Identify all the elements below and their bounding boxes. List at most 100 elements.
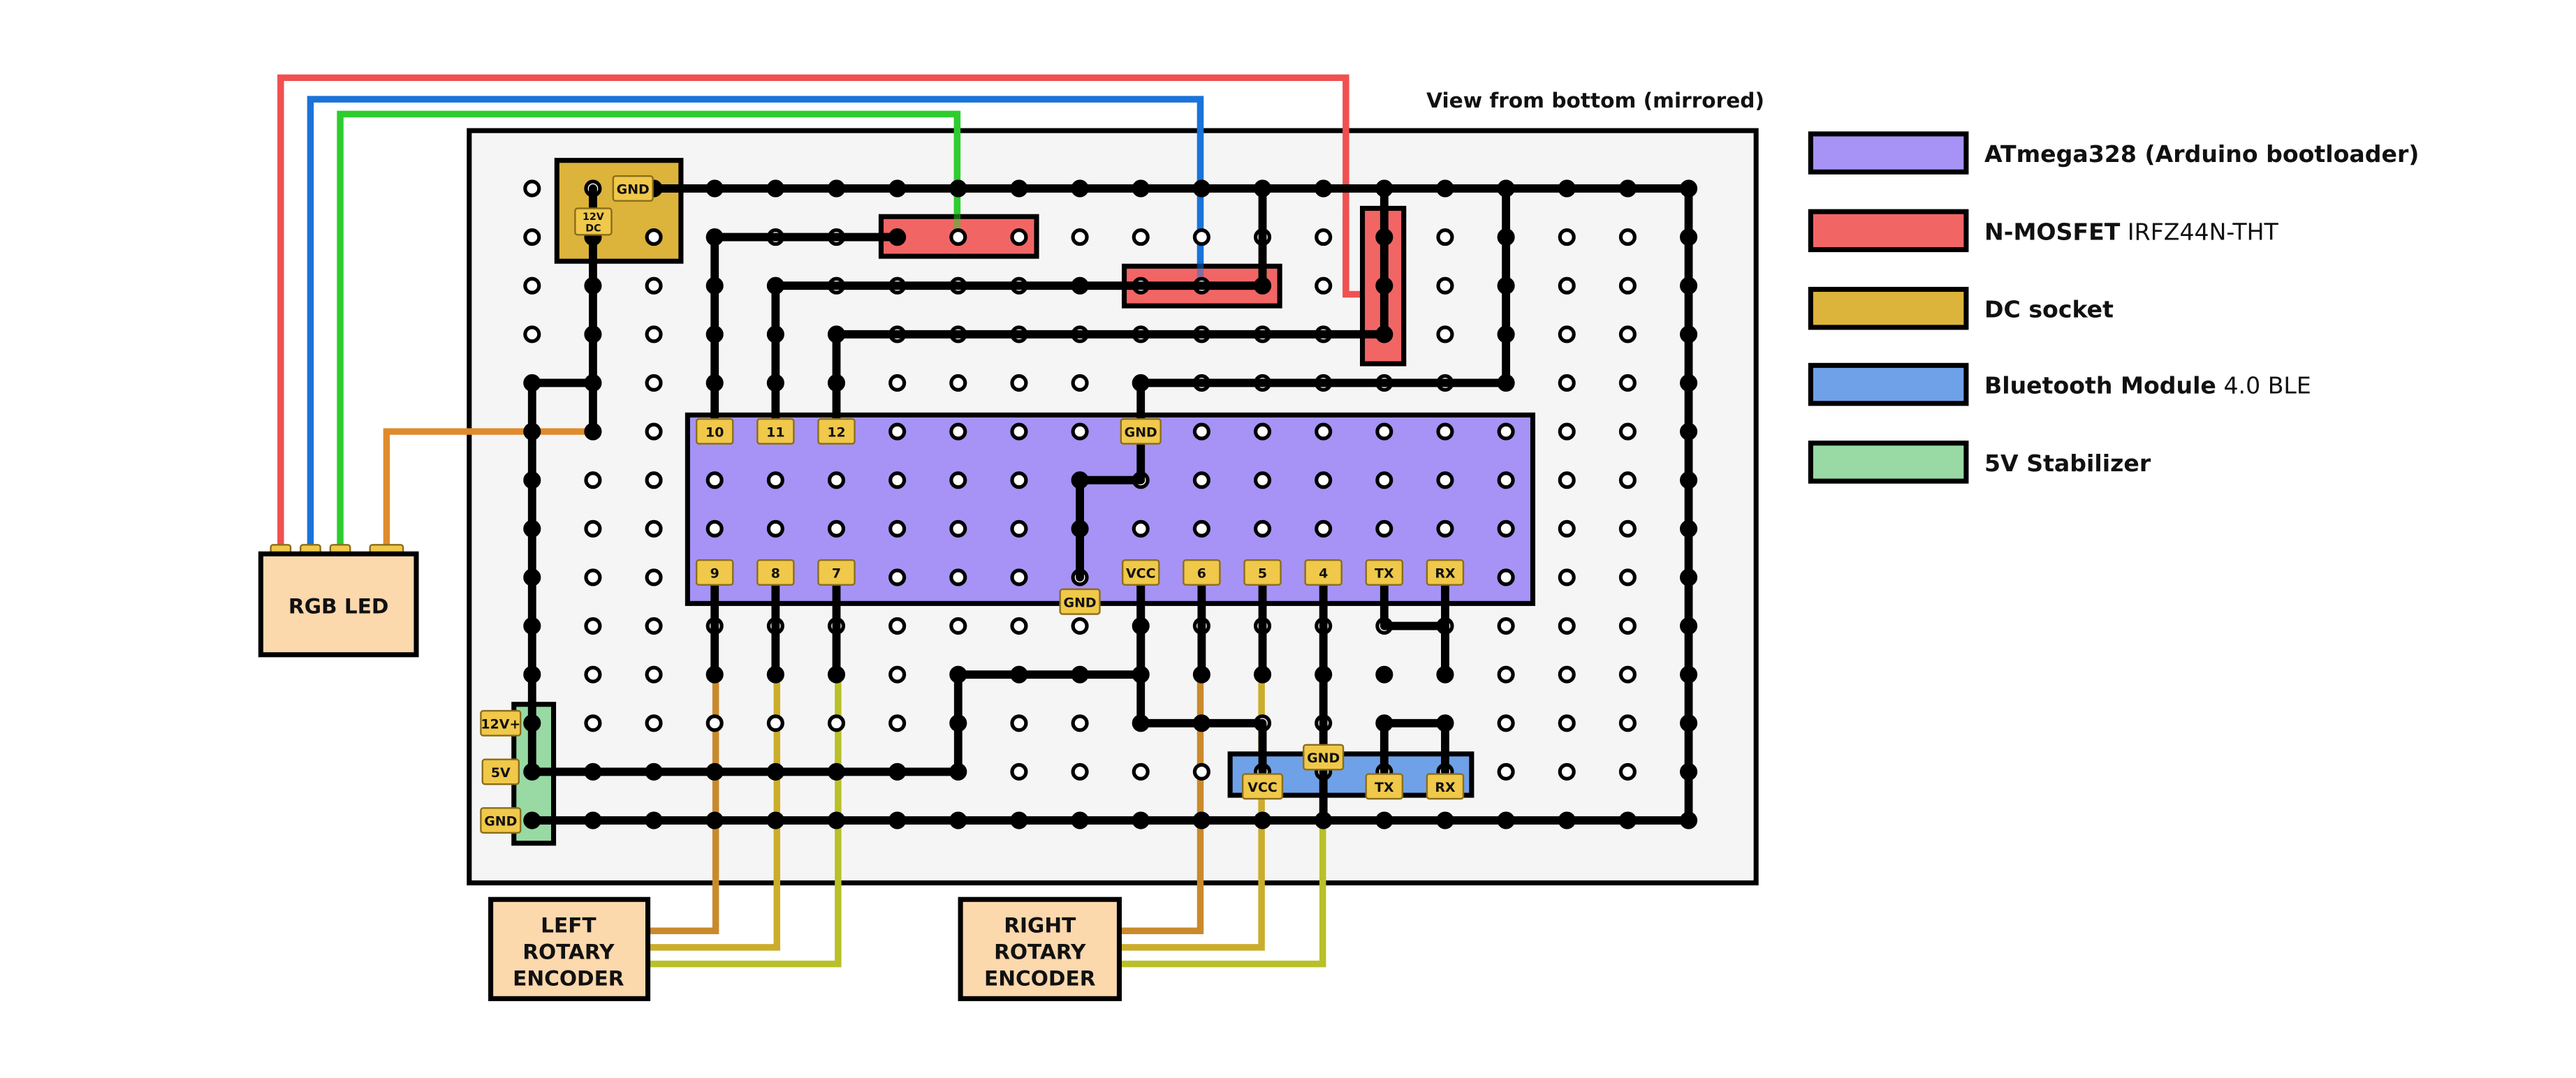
pin-pad-6: 6 — [1183, 559, 1221, 586]
solder-dot — [1437, 812, 1454, 829]
board-hole — [1497, 617, 1515, 635]
solder-dot — [828, 812, 845, 829]
solder-dot — [1498, 325, 1514, 343]
board-hole — [1192, 762, 1210, 781]
solder-dot — [706, 812, 724, 829]
pin-pad-5: 5 — [1243, 559, 1282, 586]
board-hole — [1618, 665, 1637, 684]
solder-dot — [585, 812, 601, 829]
svg-text:GND: GND — [1307, 751, 1340, 766]
svg-text:12: 12 — [827, 424, 845, 440]
solder-dot — [1315, 666, 1332, 684]
solder-dot — [1071, 180, 1088, 197]
legend: ATmega328 (Arduino bootloader) N-MOSFET … — [1808, 131, 2420, 484]
legend-atmega-label: ATmega328 (Arduino bootloader) — [1984, 140, 2420, 168]
board-hole — [645, 714, 663, 732]
svg-text:ATmega328 (Arduino bootloader): ATmega328 (Arduino bootloader) — [1984, 140, 2420, 168]
svg-text:5: 5 — [1258, 566, 1267, 582]
board-hole — [888, 568, 907, 586]
board-hole — [766, 714, 784, 732]
board-hole — [1497, 762, 1515, 781]
traces — [527, 184, 1693, 825]
board-hole — [827, 519, 846, 538]
pin-pad-11: 11 — [756, 418, 795, 445]
solder-dot — [645, 812, 662, 829]
board-hole — [949, 228, 967, 246]
board-hole — [1497, 665, 1515, 684]
solder-dot — [585, 325, 601, 343]
solder-dot — [888, 763, 906, 781]
solder-dot — [828, 325, 845, 343]
board-hole — [645, 422, 663, 441]
pin-pad-9: 9 — [695, 559, 734, 586]
stab-pad-5v: 5V — [481, 758, 520, 785]
svg-text:12V+: 12V+ — [481, 716, 520, 732]
pin-pad-12: 12 — [817, 418, 856, 445]
board-hole — [1010, 617, 1028, 635]
diagram-title: View from bottom (mirrored) — [1426, 89, 1764, 112]
solder-dot — [523, 714, 541, 732]
pin-pad-rx: RX — [1426, 559, 1465, 586]
trace — [527, 184, 1693, 825]
board-hole — [1618, 228, 1637, 246]
board-hole — [645, 228, 663, 246]
solder-dot — [1375, 812, 1393, 829]
board-hole — [1436, 471, 1454, 489]
solder-dot — [828, 180, 845, 197]
svg-text:GND: GND — [617, 182, 650, 198]
atmega-chip — [685, 412, 1536, 606]
board-hole — [1618, 617, 1637, 635]
board-hole — [584, 568, 602, 586]
solder-dot — [949, 180, 967, 197]
board-hole — [949, 471, 967, 489]
legend-item-mosfet: N-MOSFET IRFZ44N-THT — [1808, 209, 2279, 253]
right-encoder-line-2: ROTARY — [994, 940, 1086, 963]
board-hole — [1010, 714, 1028, 732]
board-hole — [1071, 374, 1089, 392]
board-hole — [1253, 471, 1272, 489]
board-hole — [1010, 568, 1028, 586]
solder-dot — [1375, 228, 1393, 246]
svg-text:TX: TX — [1375, 780, 1394, 795]
legend-dc-socket-label: DC socket — [1984, 296, 2114, 323]
board-hole — [1497, 471, 1515, 489]
board-hole — [888, 519, 907, 538]
solder-dot — [1619, 812, 1637, 829]
solder-dot — [1375, 277, 1393, 295]
wire-left-enc-1 — [649, 677, 719, 934]
board-hole — [523, 179, 541, 198]
pin-pad-8: 8 — [756, 559, 795, 586]
left-encoder-line-1: LEFT — [541, 914, 597, 938]
solder-dot — [1680, 666, 1697, 684]
solder-dot — [1558, 180, 1576, 197]
solder-dot — [828, 374, 845, 392]
solder-dot — [523, 617, 541, 635]
board-hole — [584, 471, 602, 489]
board-hole — [1558, 665, 1576, 684]
svg-text:GND: GND — [1064, 595, 1097, 610]
board-hole — [1497, 519, 1515, 538]
solder-dot — [585, 374, 601, 392]
solder-dot — [523, 520, 541, 538]
board-hole — [1558, 422, 1576, 441]
solder-dot — [1558, 812, 1576, 829]
board-hole — [705, 714, 724, 732]
solder-dot — [1680, 617, 1697, 635]
solder-dot — [1375, 666, 1393, 684]
board-hole — [1436, 519, 1454, 538]
board-hole — [1497, 568, 1515, 586]
board-hole — [1436, 325, 1454, 344]
board-hole — [1315, 422, 1333, 441]
board-hole — [584, 665, 602, 684]
solder-dot — [1254, 180, 1271, 197]
pin-pad-7: 7 — [817, 559, 856, 586]
solder-dot — [1254, 277, 1271, 295]
board-hole — [1315, 228, 1333, 246]
svg-text:GND: GND — [1125, 424, 1157, 440]
board-hole — [1618, 471, 1637, 489]
solder-dot — [1437, 714, 1454, 732]
rgb-led: RGB LED — [258, 551, 419, 658]
board-hole — [1558, 276, 1576, 295]
board-hole — [1071, 714, 1089, 732]
board-hole — [1618, 422, 1637, 441]
